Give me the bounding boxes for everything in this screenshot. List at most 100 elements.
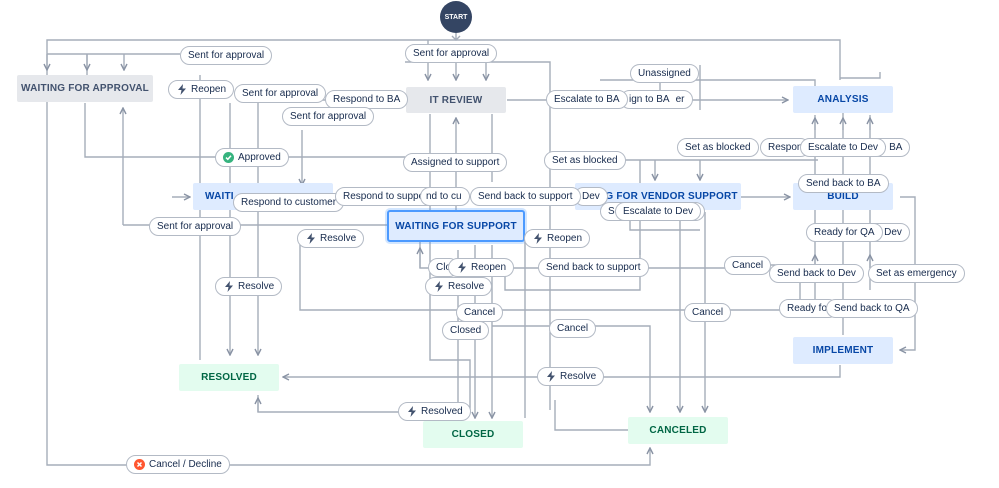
- status-label: IMPLEMENT: [812, 345, 874, 356]
- transition-pill[interactable]: Cancel: [456, 303, 504, 322]
- transition-pill[interactable]: Ready for QA: [806, 223, 883, 242]
- x-circle-icon: [134, 459, 145, 470]
- transition-label: Sent for approval: [413, 48, 490, 59]
- transition-label: Sent for approval: [242, 88, 319, 99]
- transition-pill[interactable]: nd to cu: [420, 187, 470, 206]
- transition-pill[interactable]: Respond to customer: [233, 193, 345, 212]
- start-node: START: [440, 1, 472, 33]
- check-circle-icon: [223, 152, 234, 163]
- transition-pill[interactable]: Sent for approval: [180, 46, 273, 65]
- lightning-icon: [176, 84, 187, 95]
- transition-label: Escalate to BA: [554, 94, 620, 105]
- transition-pill[interactable]: Resolve: [215, 277, 283, 296]
- lightning-icon: [545, 371, 556, 382]
- status-waiting-for-support[interactable]: WAITING FOR SUPPORT: [387, 210, 525, 242]
- transition-pill[interactable]: Set as blocked: [544, 151, 626, 170]
- transition-label: Set as blocked: [552, 155, 618, 166]
- status-label: BUILD: [827, 191, 859, 202]
- transition-pill[interactable]: Sent for approval: [282, 107, 375, 126]
- transition-label: Assigned to support: [411, 157, 500, 168]
- transition-label: Ready for: [787, 303, 831, 314]
- transition-pill[interactable]: Ready for: [779, 299, 839, 318]
- transition-label: Set as blocked: [685, 142, 751, 153]
- transition-label: Reopen: [471, 262, 507, 273]
- transition-label: Ready for QA: [814, 227, 875, 238]
- start-arrow: [451, 33, 461, 41]
- transition-pill[interactable]: Assigned to support: [403, 153, 508, 172]
- transition-label: Sent for approval: [188, 50, 265, 61]
- start-label: START: [444, 13, 468, 21]
- transition-pill[interactable]: Send back to support: [538, 258, 649, 277]
- transition-label: to BA: [878, 142, 903, 153]
- transition-label: Sent for approval: [290, 111, 367, 122]
- transition-pill[interactable]: Reopen: [448, 258, 515, 277]
- transition-label: Unassigned: [638, 68, 691, 79]
- transition-pill[interactable]: Cancel: [684, 303, 732, 322]
- transition-pill[interactable]: Resolve: [425, 277, 493, 296]
- lightning-icon: [433, 281, 444, 292]
- transition-pill[interactable]: Cancel: [549, 319, 597, 338]
- status-it-review[interactable]: IT REVIEW: [406, 87, 506, 113]
- transition-label: Resolve: [448, 281, 485, 292]
- transition-label: Send back to support: [478, 191, 573, 202]
- transition-label: Clo: [436, 262, 452, 273]
- lightning-icon: [456, 262, 467, 273]
- transition-label: ign to BA: [629, 94, 670, 105]
- transition-pill[interactable]: Reopen: [524, 229, 591, 248]
- status-label: ANALYSIS: [817, 94, 869, 105]
- transition-pill[interactable]: Sent for approval: [234, 84, 327, 103]
- status-closed[interactable]: CLOSED: [423, 421, 523, 448]
- transition-pill[interactable]: Resolved: [398, 402, 471, 421]
- transition-pill[interactable]: Closed: [442, 321, 490, 340]
- transition-pill[interactable]: Approved: [215, 148, 289, 167]
- status-resolved[interactable]: RESOLVED: [179, 364, 279, 391]
- transition-pill[interactable]: Set as blocked: [677, 138, 759, 157]
- transition-pill[interactable]: Cancel: [724, 256, 772, 275]
- transition-label: Escalate to Dev: [808, 142, 879, 153]
- transition-pill[interactable]: Resolve: [297, 229, 365, 248]
- transition-label: nd to cu: [426, 191, 462, 202]
- transition-pill[interactable]: Dev: [574, 187, 608, 206]
- transition-label: Respond to BA: [333, 94, 401, 105]
- transition-pill[interactable]: Escalate to BA: [546, 90, 628, 109]
- transition-pill[interactable]: Send back to BA: [798, 174, 889, 193]
- transition-pill[interactable]: Unassigned: [630, 64, 699, 83]
- transition-pill[interactable]: Resolve: [537, 367, 605, 386]
- transition-label: Cancel: [464, 307, 496, 318]
- status-implement[interactable]: IMPLEMENT: [793, 337, 893, 364]
- lightning-icon: [223, 281, 234, 292]
- transition-pill[interactable]: Reopen: [168, 80, 235, 99]
- transition-label: Set as emergency: [876, 268, 957, 279]
- transition-pill[interactable]: Sent for approval: [405, 44, 498, 63]
- transition-pill[interactable]: Respon: [760, 138, 811, 157]
- transition-label: Closed: [450, 325, 482, 336]
- status-label: IT REVIEW: [429, 94, 483, 106]
- transition-pill[interactable]: Send back to support: [470, 187, 581, 206]
- status-label: CANCELED: [649, 425, 707, 436]
- transition-label: Reopen: [191, 84, 227, 95]
- status-waiting-for-approval[interactable]: WAITING FOR APPROVAL: [17, 75, 153, 102]
- transition-pill[interactable]: Send back to QA: [826, 299, 918, 318]
- transition-label: Resolved: [421, 406, 463, 417]
- transition-label: Cancel: [732, 260, 764, 271]
- status-analysis[interactable]: ANALYSIS: [793, 86, 893, 113]
- transition-label: Cancel / Decline: [149, 459, 222, 470]
- transition-label: Resolve: [560, 371, 597, 382]
- transition-label: Send back to QA: [834, 303, 910, 314]
- status-label: WAITING FOR SUPPORT: [395, 220, 517, 232]
- transition-label: Sent for approval: [157, 221, 234, 232]
- transition-pill[interactable]: Sent for approval: [149, 217, 242, 236]
- transition-pill[interactable]: Cancel / Decline: [126, 455, 230, 474]
- transition-label: Cancel: [557, 323, 589, 334]
- transition-pill[interactable]: Respond to support: [335, 187, 439, 206]
- transition-pill[interactable]: Escalate to Dev: [615, 202, 702, 221]
- transition-pill[interactable]: Escalate to Dev: [800, 138, 887, 157]
- status-canceled[interactable]: CANCELED: [628, 417, 728, 444]
- transition-pill[interactable]: Set as emergency: [868, 264, 965, 283]
- transition-pill[interactable]: Send back to Dev: [769, 264, 864, 283]
- status-label: WAITING FOR APPROVAL: [21, 83, 149, 94]
- transition-label: Escalate to Dev: [623, 206, 694, 217]
- transition-label: to Dev: [873, 227, 902, 238]
